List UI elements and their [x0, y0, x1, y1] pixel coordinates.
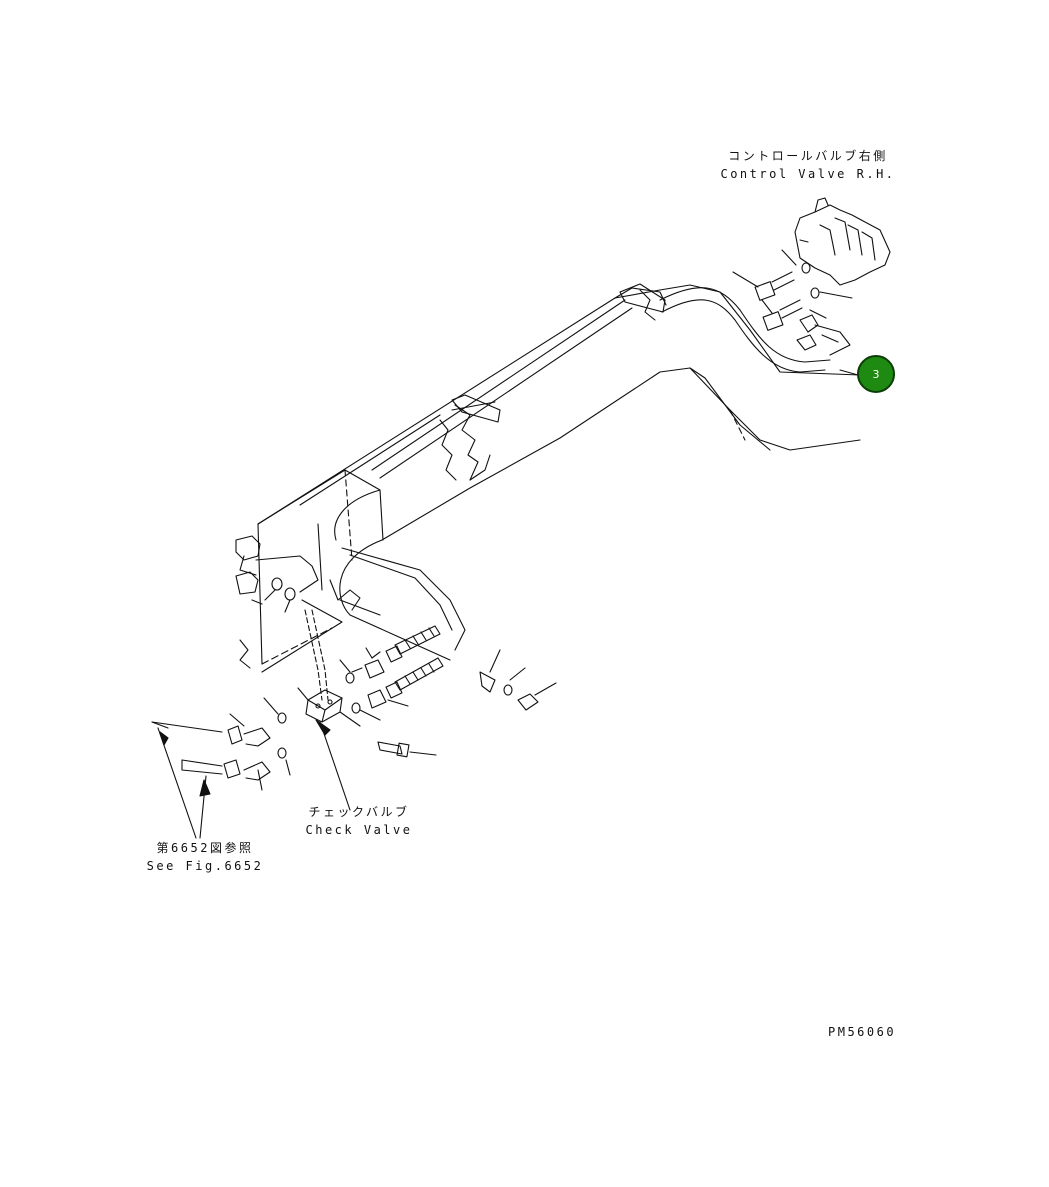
callout-3[interactable]: 3: [857, 355, 895, 393]
fittings: [229, 647, 526, 791]
bolts: [377, 625, 557, 758]
left-valve: [235, 523, 451, 673]
see-fig-label-jp: 第6652図参照: [156, 841, 254, 855]
check-valve-label-jp: チェックバルブ: [308, 805, 410, 819]
control-valve-rh: [732, 197, 891, 351]
check-valve: [297, 687, 361, 811]
check-valve-label-en: Check Valve: [305, 823, 413, 837]
elbow-fittings: [151, 721, 271, 839]
lower-pipe: [304, 489, 466, 701]
boom-body: [257, 284, 861, 665]
see-fig-label-en: See Fig.6652: [146, 859, 264, 873]
right-hoses: [659, 287, 851, 373]
boom-pipes: [371, 283, 667, 479]
control-valve-label-jp: コントロールバルブ右側: [728, 149, 888, 163]
drawing-number: PM56060: [828, 1025, 897, 1039]
callout-3-leader: [839, 369, 859, 376]
control-valve-label-en: Control Valve R.H.: [720, 167, 896, 181]
